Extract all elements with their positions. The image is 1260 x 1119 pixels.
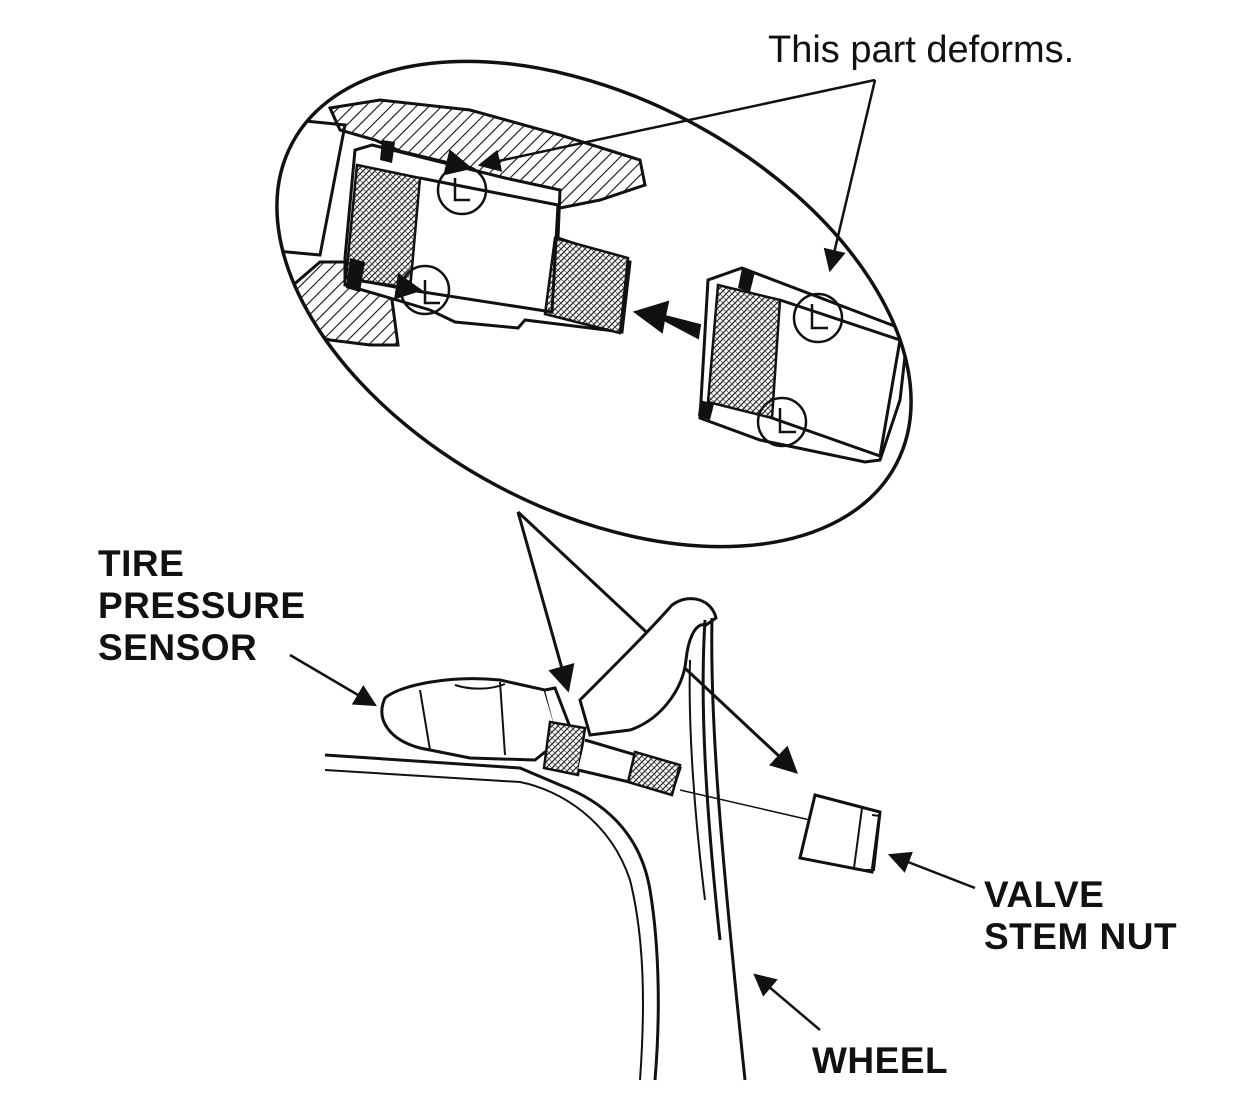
valve-stem-nut (798, 793, 882, 874)
deform-leader (477, 78, 877, 273)
removed-deform-circle-upper (792, 292, 844, 344)
wheel-label: WHEEL (812, 1040, 949, 1081)
stem-inner-thread (542, 720, 587, 777)
detail-ellipse (275, 59, 913, 549)
installation-arrow (632, 300, 702, 340)
wheel-assembly (324, 597, 882, 1081)
valve-stem-nut-label: VALVE STEM NUT (984, 874, 1178, 957)
tire-pressure-sensor-label: TIRE PRESSURE SENSOR (98, 543, 306, 668)
removed-deform-circle-lower (756, 396, 808, 448)
detail-magnifier (264, 59, 913, 549)
part-label-leaders (289, 653, 976, 1031)
tire-pressure-sensor (380, 677, 562, 762)
rim-lip (578, 597, 718, 737)
deform-note-label: This part deforms. (768, 29, 1075, 71)
valve-stem-outer-thread (626, 750, 682, 797)
removed-nut-thread (706, 283, 782, 420)
stem-thread (543, 236, 630, 335)
